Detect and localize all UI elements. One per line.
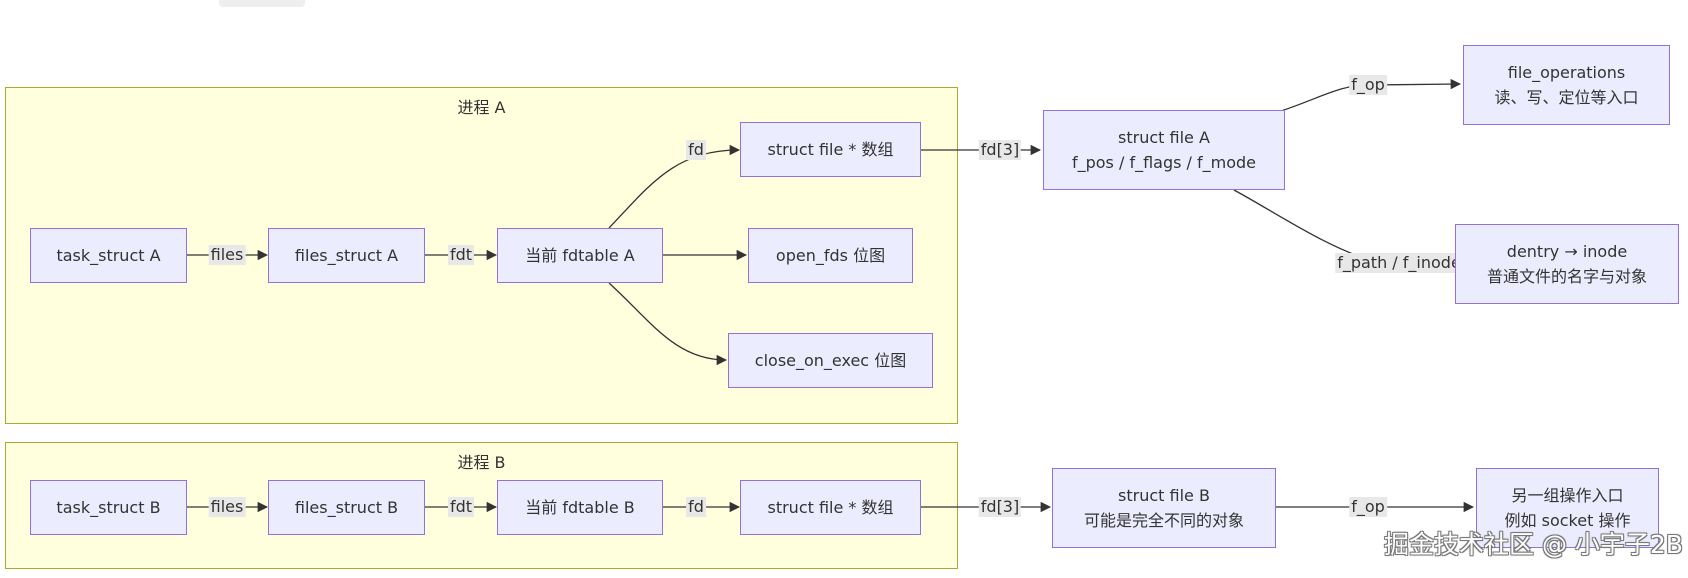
node-file-array-b: struct file * 数组 bbox=[740, 480, 921, 535]
edge-label-fpath: f_path / f_inode bbox=[1335, 253, 1463, 273]
edge-label-fd3-a: fd[3] bbox=[978, 140, 1022, 160]
edge-fdtable-a-array-a bbox=[608, 144, 741, 229]
edge-label-files-a: files bbox=[208, 245, 246, 265]
edge-label-fop-b: f_op bbox=[1349, 497, 1387, 517]
cluster-title-a: 进程 A bbox=[457, 98, 506, 117]
edge-label-fd3-b: fd[3] bbox=[978, 497, 1022, 517]
node-struct-file-b-line2: 可能是完全不同的对象 bbox=[1083, 511, 1244, 530]
node-struct-file-a-line1: struct file A bbox=[1118, 128, 1210, 147]
node-file-operations-line1: file_operations bbox=[1507, 63, 1626, 82]
node-struct-file-a-line2: f_pos / f_flags / f_mode bbox=[1071, 153, 1257, 172]
edge-label-fd-b: fd bbox=[686, 497, 706, 517]
node-other-ops-line1: 另一组操作入口 bbox=[1511, 486, 1624, 505]
node-files-struct-a: files_struct A bbox=[268, 228, 425, 283]
edge-label-files-b: files bbox=[208, 497, 246, 517]
node-open-fds: open_fds 位图 bbox=[748, 228, 913, 283]
node-fdtable-b-label: 当前 fdtable B bbox=[525, 498, 635, 517]
node-dentry-inode: dentry → inode 普通文件的名字与对象 bbox=[1455, 224, 1679, 304]
node-files-struct-b: files_struct B bbox=[268, 480, 425, 535]
node-dentry-inode-line1: dentry → inode bbox=[1506, 242, 1628, 261]
node-file-operations: file_operations 读、写、定位等入口 bbox=[1463, 45, 1670, 125]
node-other-ops: 另一组操作入口 例如 socket 操作 bbox=[1476, 468, 1659, 548]
edge-label-fdt-b: fdt bbox=[447, 497, 475, 517]
node-close-on-exec-label: close_on_exec 位图 bbox=[754, 351, 907, 370]
top-scroll-tab bbox=[219, 0, 305, 7]
node-fdtable-a: 当前 fdtable A bbox=[497, 228, 663, 283]
node-other-ops-line2: 例如 socket 操作 bbox=[1504, 511, 1631, 530]
cluster-title-b: 进程 B bbox=[457, 453, 506, 472]
edge-label-fd-a: fd bbox=[686, 140, 706, 160]
edge-label-fop-a: f_op bbox=[1349, 75, 1387, 95]
node-struct-file-b: struct file B 可能是完全不同的对象 bbox=[1052, 468, 1276, 548]
node-close-on-exec: close_on_exec 位图 bbox=[728, 333, 933, 388]
node-file-array-a-label: struct file * 数组 bbox=[767, 140, 894, 159]
node-files-struct-a-label: files_struct A bbox=[294, 246, 399, 265]
node-struct-file-a: struct file A f_pos / f_flags / f_mode bbox=[1043, 110, 1285, 190]
node-file-operations-line2: 读、写、定位等入口 bbox=[1494, 88, 1639, 107]
node-dentry-inode-line2: 普通文件的名字与对象 bbox=[1486, 267, 1647, 286]
watermark-text: 掘金技术社区 @ 小宇子2B bbox=[1384, 530, 1683, 559]
edge-fdtable-a-cloexec bbox=[608, 282, 728, 366]
node-task-struct-b-label: task_struct B bbox=[56, 498, 161, 517]
node-files-struct-b-label: files_struct B bbox=[294, 498, 399, 517]
node-task-struct-a-label: task_struct A bbox=[56, 246, 161, 265]
node-task-struct-b: task_struct B bbox=[30, 480, 187, 535]
node-fdtable-b: 当前 fdtable B bbox=[497, 480, 663, 535]
node-file-array-b-label: struct file * 数组 bbox=[767, 498, 894, 517]
edge-label-fdt-a: fdt bbox=[447, 245, 475, 265]
node-open-fds-label: open_fds 位图 bbox=[775, 246, 886, 265]
node-fdtable-a-label: 当前 fdtable A bbox=[525, 246, 635, 265]
node-task-struct-a: task_struct A bbox=[30, 228, 187, 283]
node-file-array-a: struct file * 数组 bbox=[740, 122, 921, 177]
node-struct-file-b-line1: struct file B bbox=[1118, 486, 1210, 505]
